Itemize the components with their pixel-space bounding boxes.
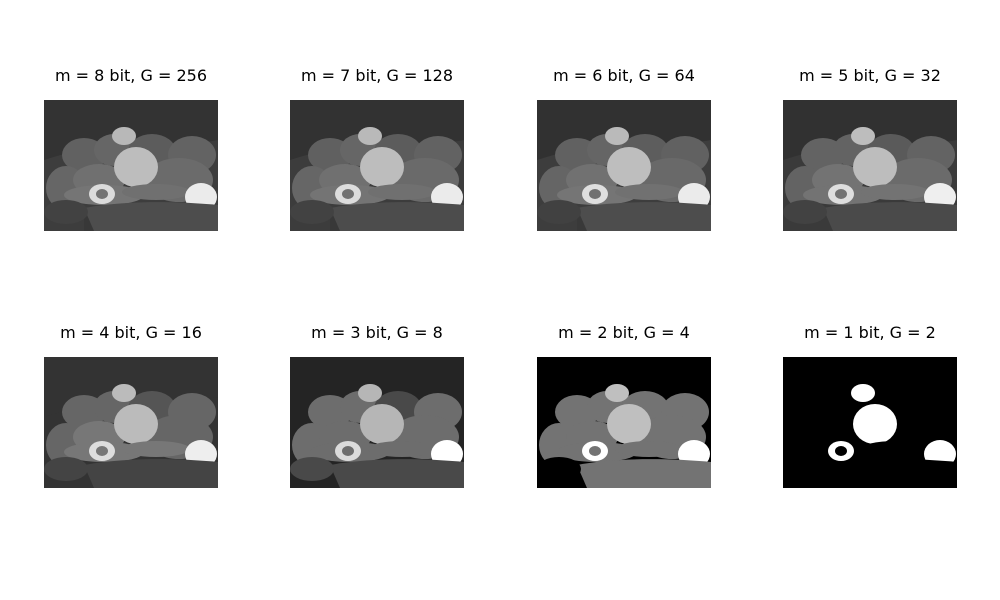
image-region: [112, 384, 136, 402]
image-region: [605, 384, 629, 402]
image-region: [112, 127, 136, 145]
image-region: [861, 184, 929, 200]
image-region: [44, 200, 88, 224]
image-region: [84, 202, 218, 231]
peppers-image-5-bit: [783, 100, 957, 231]
image-region: [607, 147, 651, 187]
panel-title: m = 1 bit, G = 2: [804, 323, 936, 342]
image-region: [290, 457, 334, 481]
image-region: [84, 459, 218, 488]
peppers-image-4-bit: [44, 357, 218, 488]
image-region: [783, 457, 827, 481]
image-region: [835, 189, 847, 199]
image-region: [823, 459, 957, 488]
image-region: [589, 189, 601, 199]
image-region: [342, 446, 354, 456]
image-region: [835, 446, 847, 456]
image-region: [122, 184, 190, 200]
peppers-image-2-bit: [537, 357, 711, 488]
image-region: [851, 384, 875, 402]
image-region: [607, 404, 651, 444]
image-region: [853, 147, 897, 187]
peppers-image-3-bit: [290, 357, 464, 488]
image-region: [360, 404, 404, 444]
peppers-image-6-bit: [537, 100, 711, 231]
panel-title: m = 4 bit, G = 16: [60, 323, 202, 342]
image-region: [358, 127, 382, 145]
image-region: [851, 127, 875, 145]
image-region: [330, 202, 464, 231]
image-region: [44, 457, 88, 481]
image-region: [122, 441, 190, 457]
image-region: [577, 459, 711, 488]
image-region: [114, 147, 158, 187]
peppers-image-7-bit: [290, 100, 464, 231]
image-region: [96, 189, 108, 199]
image-region: [368, 184, 436, 200]
peppers-image-8-bit: [44, 100, 218, 231]
panel-title: m = 6 bit, G = 64: [553, 66, 695, 85]
panel-title: m = 5 bit, G = 32: [799, 66, 941, 85]
image-region: [605, 127, 629, 145]
image-region: [853, 404, 897, 444]
image-region: [823, 202, 957, 231]
image-region: [96, 446, 108, 456]
panel-title: m = 2 bit, G = 4: [558, 323, 690, 342]
image-region: [342, 189, 354, 199]
image-region: [783, 200, 827, 224]
panel-title: m = 3 bit, G = 8: [311, 323, 443, 342]
image-region: [589, 446, 601, 456]
peppers-image-1-bit: [783, 357, 957, 488]
image-region: [360, 147, 404, 187]
image-region: [290, 200, 334, 224]
image-region: [330, 459, 464, 488]
panel-title: m = 8 bit, G = 256: [55, 66, 207, 85]
image-region: [577, 202, 711, 231]
image-region: [615, 441, 683, 457]
image-region: [368, 441, 436, 457]
image-region: [537, 457, 581, 481]
image-region: [358, 384, 382, 402]
image-region: [861, 441, 929, 457]
panel-title: m = 7 bit, G = 128: [301, 66, 453, 85]
image-region: [537, 200, 581, 224]
image-region: [114, 404, 158, 444]
image-region: [615, 184, 683, 200]
